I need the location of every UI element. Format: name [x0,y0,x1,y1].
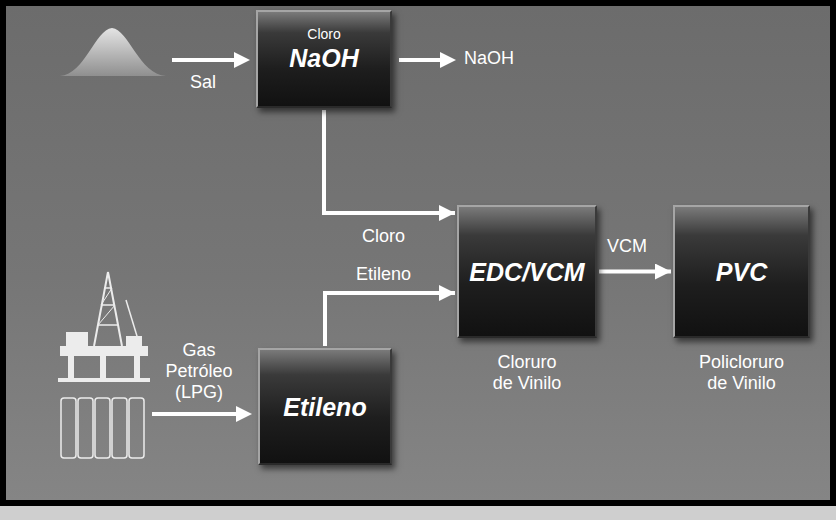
input-arrow [172,52,250,68]
box-subtitle: Cloro [307,26,340,43]
box-title: Etileno [283,392,366,422]
arrow-line [152,412,238,416]
derrick-leg [108,272,122,346]
platform-deck [60,346,148,356]
derrick-brace [104,287,112,289]
box-title: PVC [716,257,767,287]
flow-arrow [325,293,455,346]
derrick-brace [101,304,115,306]
platform-leg [134,356,140,378]
box-content: Etileno [260,350,390,463]
flow-label: NaOH [464,48,514,69]
cylinder [112,398,127,458]
cylinder [129,398,144,458]
cylinder [78,398,93,458]
box-content: CloroNaOH [258,12,390,106]
derrick-brace [101,288,112,305]
edge-label: Cloro [362,226,405,247]
platform-leg [100,356,106,378]
platform-building [126,336,142,346]
arrow-head [236,406,252,422]
oil-rig [58,272,150,382]
box-title: NaOH [289,43,358,73]
derrick-brace [98,324,118,326]
flow-arrow [324,110,455,213]
flow-arrow [599,270,671,274]
platform-leg [68,356,74,378]
edge-label: Etileno [356,264,411,285]
box-title: EDC/VCM [469,257,584,287]
edge-label: VCM [607,236,647,257]
box-caption: Cloruro de Vinilo [487,352,567,394]
derrick-brace [98,305,115,325]
cylinder [61,398,76,458]
sea-line [58,378,150,382]
bottom-strip [0,506,836,520]
arrow-line [399,58,442,62]
process-box: CloroNaOH [256,10,392,108]
flow-label: Sal [190,72,216,93]
cylinder [95,398,110,458]
output-arrow [399,52,456,68]
process-box: EDC/VCMCloruro de Vinilo [457,205,597,338]
derrick-leg [94,272,108,346]
box-content: PVC [675,207,808,336]
arrow-head [440,52,456,68]
box-content: EDC/VCM [459,207,595,336]
arrow-line [172,58,236,62]
process-box: Etileno [258,348,392,465]
platform-building [66,332,88,346]
gas-cylinders [61,398,144,458]
box-caption: Policloruro de Vinilo [694,352,790,394]
salt-heap [60,28,166,76]
flow-label: Gas Petróleo (LPG) [158,340,240,403]
process-box: PVCPolicloruro de Vinilo [673,205,810,338]
input-arrow [152,406,252,422]
arrow-head [234,52,250,68]
